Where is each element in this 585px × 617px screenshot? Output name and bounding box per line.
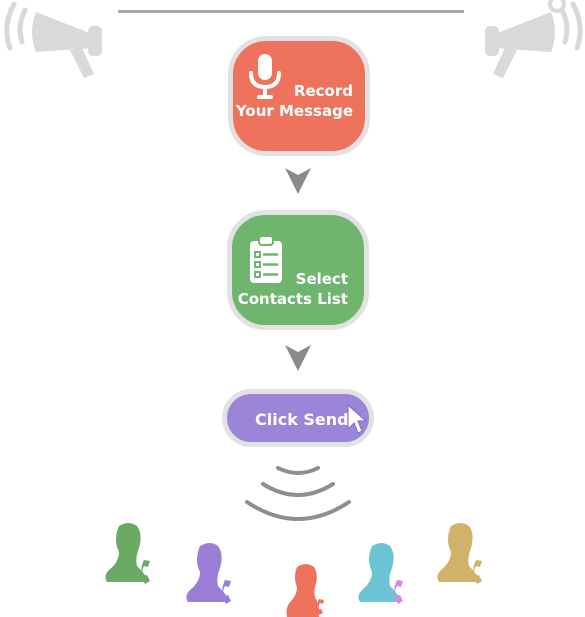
mouse-cursor-icon bbox=[347, 404, 367, 434]
contacts-label-line2: Contacts List bbox=[237, 290, 348, 308]
person-with-phone-icon bbox=[286, 564, 324, 617]
clipboard-list-icon bbox=[250, 235, 282, 283]
megaphone-icon bbox=[485, 0, 583, 78]
down-arrow-icon bbox=[285, 345, 311, 371]
click-send-label: Click Send bbox=[255, 410, 349, 429]
record-label-line2: Your Message bbox=[235, 102, 353, 120]
person-with-phone-icon bbox=[186, 543, 231, 604]
microphone-icon bbox=[249, 54, 281, 99]
signal-waves-icon bbox=[245, 466, 351, 521]
contacts-label-line1: Select bbox=[295, 270, 348, 288]
click-send-button[interactable]: Click Send bbox=[222, 389, 374, 447]
person-with-phone-icon bbox=[358, 543, 403, 604]
record-message-label: Record Your Message bbox=[236, 81, 353, 121]
down-arrow-icon bbox=[285, 168, 311, 194]
record-label-line1: Record bbox=[293, 82, 353, 100]
megaphone-icon bbox=[4, 1, 102, 78]
select-contacts-label: Select Contacts List bbox=[238, 269, 348, 309]
record-message-step[interactable]: Record Your Message bbox=[228, 36, 370, 156]
person-with-phone-icon bbox=[437, 523, 482, 584]
top-divider bbox=[118, 10, 464, 13]
person-with-phone-icon bbox=[105, 523, 150, 584]
select-contacts-step[interactable]: Select Contacts List bbox=[227, 210, 369, 330]
